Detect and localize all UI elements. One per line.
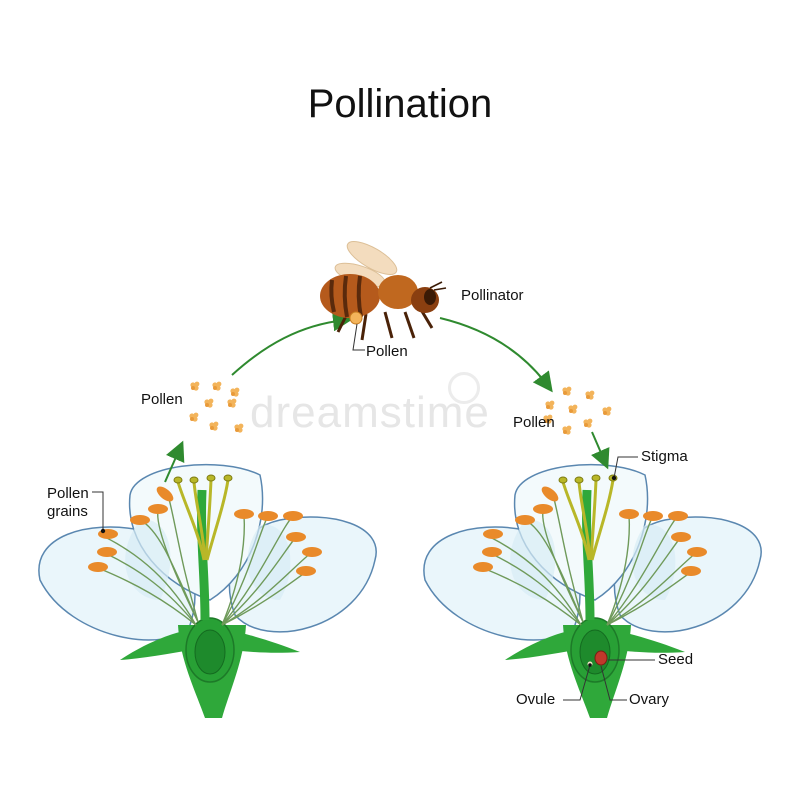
label-pollen-grains-line2: grains xyxy=(47,503,88,520)
label-pollinator: Pollinator xyxy=(461,287,524,304)
arrow-anther-to-pollen xyxy=(164,440,185,483)
watermark-circle xyxy=(448,372,480,404)
label-pollen-grains-line1: Pollen xyxy=(47,485,89,502)
arrow-pollen-to-stigma xyxy=(591,431,610,470)
watermark: dreamstime xyxy=(250,388,490,437)
right-flower xyxy=(424,465,761,718)
label-ovary: Ovary xyxy=(629,691,670,708)
label-pollen-left: Pollen xyxy=(141,391,183,408)
label-pollen-right: Pollen xyxy=(513,414,555,431)
pollen-grains-left xyxy=(189,381,244,433)
leader-lines xyxy=(92,323,655,701)
label-ovule: Ovule xyxy=(516,691,556,708)
page-title: Pollination xyxy=(307,82,493,126)
label-pollen-on-bee: Pollen xyxy=(366,343,408,360)
arrow-to-bee xyxy=(231,311,353,376)
arrow-from-bee xyxy=(439,317,553,393)
left-flower xyxy=(39,465,376,718)
label-stigma: Stigma xyxy=(641,448,688,465)
bee-pollinator xyxy=(320,241,447,341)
label-seed: Seed xyxy=(658,651,694,668)
